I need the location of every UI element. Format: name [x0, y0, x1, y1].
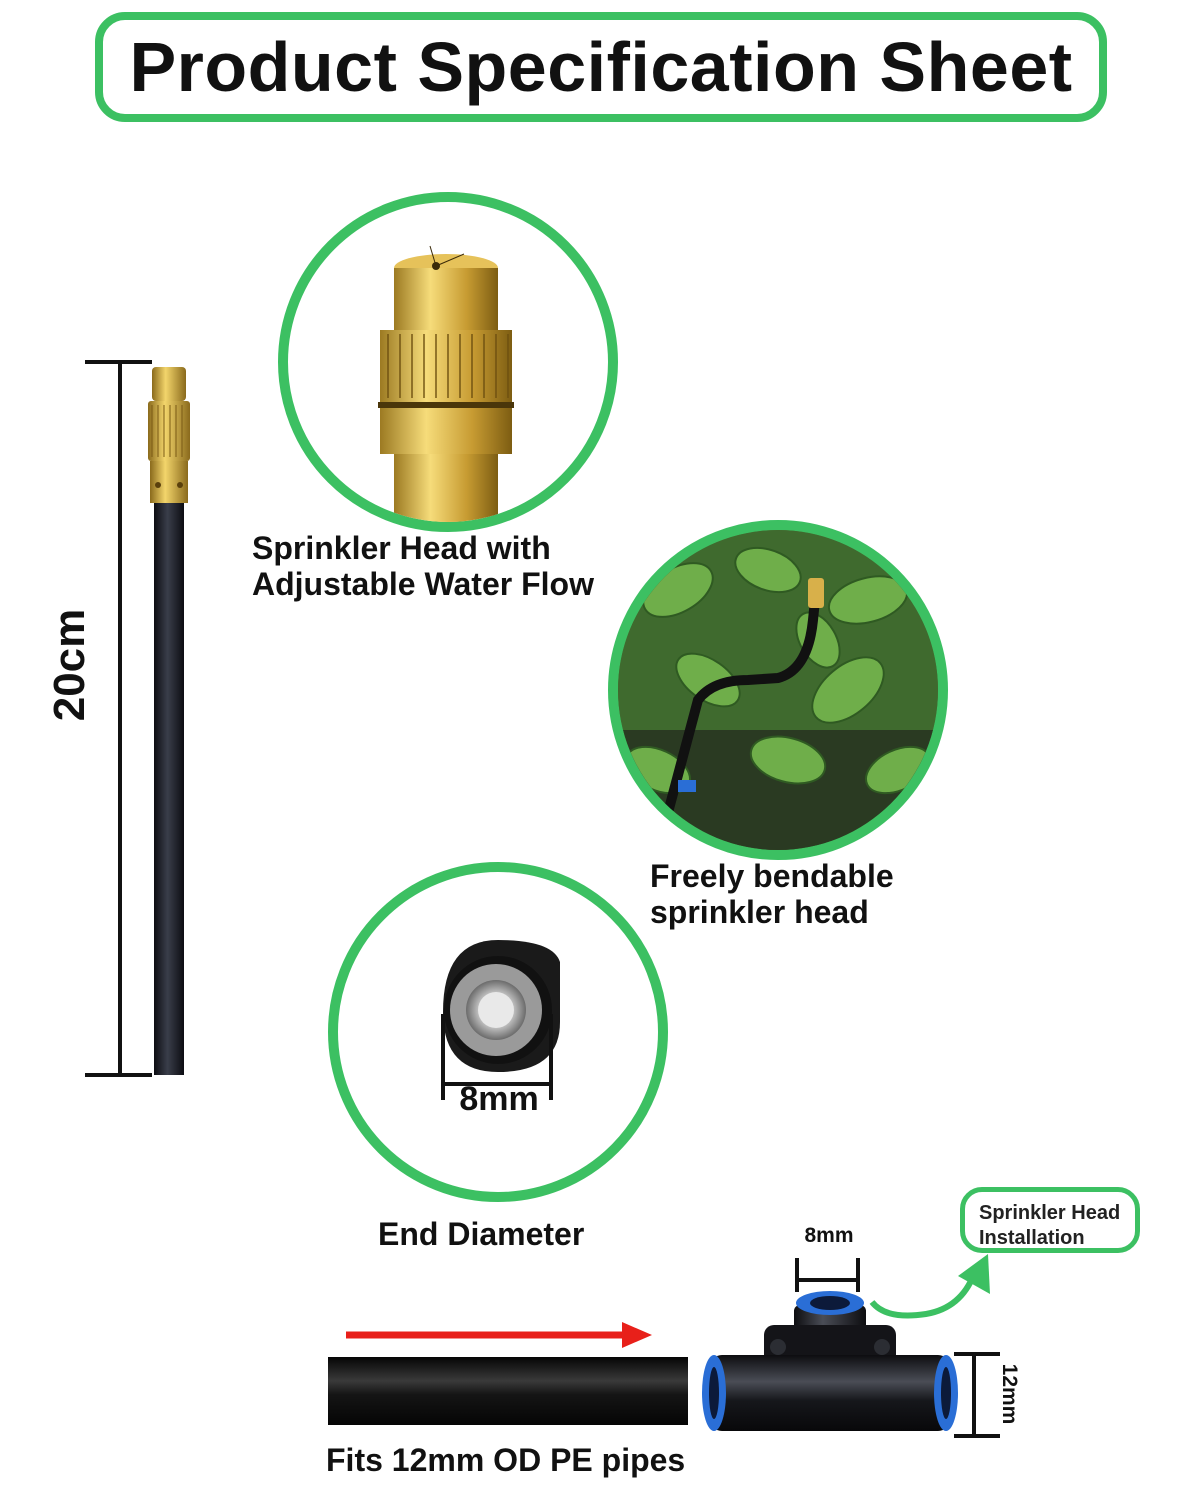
- callout-line2: Installation: [979, 1227, 1085, 1249]
- installation-callout: Sprinkler Head Installation: [960, 1187, 1140, 1253]
- end-diameter-closeup: 8mm: [328, 862, 668, 1202]
- callout-arrow-icon: [869, 1254, 990, 1319]
- pe-pipe-image: [328, 1357, 688, 1425]
- end-diameter-value: 8mm: [459, 1080, 539, 1118]
- end-diameter-label: End Diameter: [378, 1216, 585, 1252]
- head-label: Sprinkler Head with Adjustable Water Flo…: [252, 530, 594, 602]
- bendable-sprinkler-photo: [608, 520, 948, 860]
- tee-top-dimension-line: [795, 1258, 860, 1292]
- sprinkler-rod-image: [148, 367, 190, 1075]
- brass-nozzle-image: [378, 245, 514, 522]
- tee-fitting-image: [702, 1291, 958, 1431]
- tee-side-dimension-line: [954, 1352, 1000, 1438]
- rod-dimension-line: [85, 360, 152, 1077]
- head-label-line2: Adjustable Water Flow: [252, 566, 594, 602]
- page-title: Product Specification Sheet: [129, 28, 1073, 106]
- rod-length-label: 20cm: [45, 608, 94, 722]
- sprinkler-head-closeup: [278, 192, 618, 532]
- pipe-fit-label: Fits 12mm OD PE pipes: [326, 1442, 686, 1478]
- flow-arrow-icon: [346, 1322, 652, 1348]
- bend-label-line1: Freely bendable: [650, 858, 894, 894]
- tee-side-dimension-label: 12mm: [998, 1363, 1021, 1425]
- plants-scene-image: [618, 530, 938, 850]
- callout-line1: Sprinkler Head: [979, 1202, 1121, 1224]
- bend-label: Freely bendable sprinkler head: [650, 858, 894, 930]
- head-label-line1: Sprinkler Head with: [252, 530, 551, 566]
- tee-top-dimension-label: 8mm: [804, 1224, 854, 1247]
- pipe-end-image: [441, 940, 560, 1100]
- bend-label-line2: sprinkler head: [650, 894, 869, 930]
- title-frame: Product Specification Sheet: [95, 12, 1107, 122]
